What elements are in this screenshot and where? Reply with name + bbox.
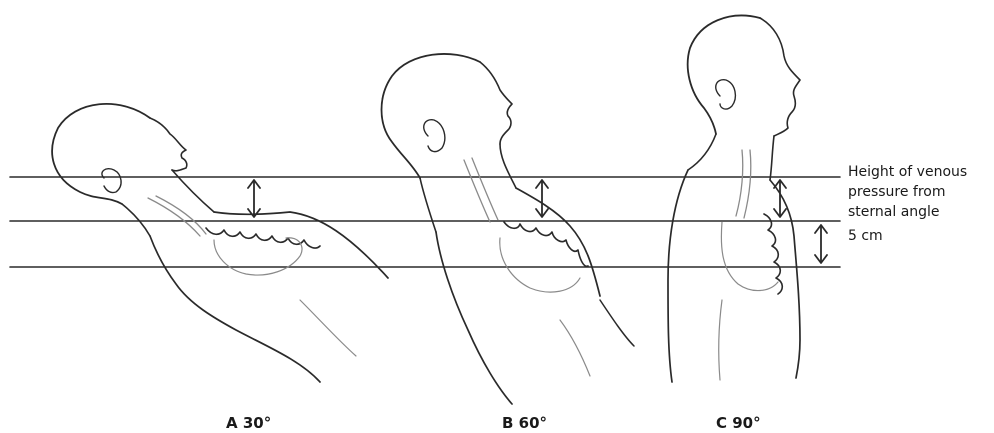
annotation-line-2: pressure from [848,182,946,202]
figure-a-label: A 30° [226,414,271,432]
figure-c-label: C 90° [716,414,761,432]
figure-b-label: B 60° [502,414,547,432]
figure-b-60-degrees [382,54,635,404]
figure-c-90-degrees [668,16,827,382]
annotation-5cm-label: 5 cm [848,226,883,246]
annotation-line-1: Height of venous [848,162,967,182]
annotation-line-3: sternal angle [848,202,940,222]
figure-a-30-degrees [52,104,388,382]
